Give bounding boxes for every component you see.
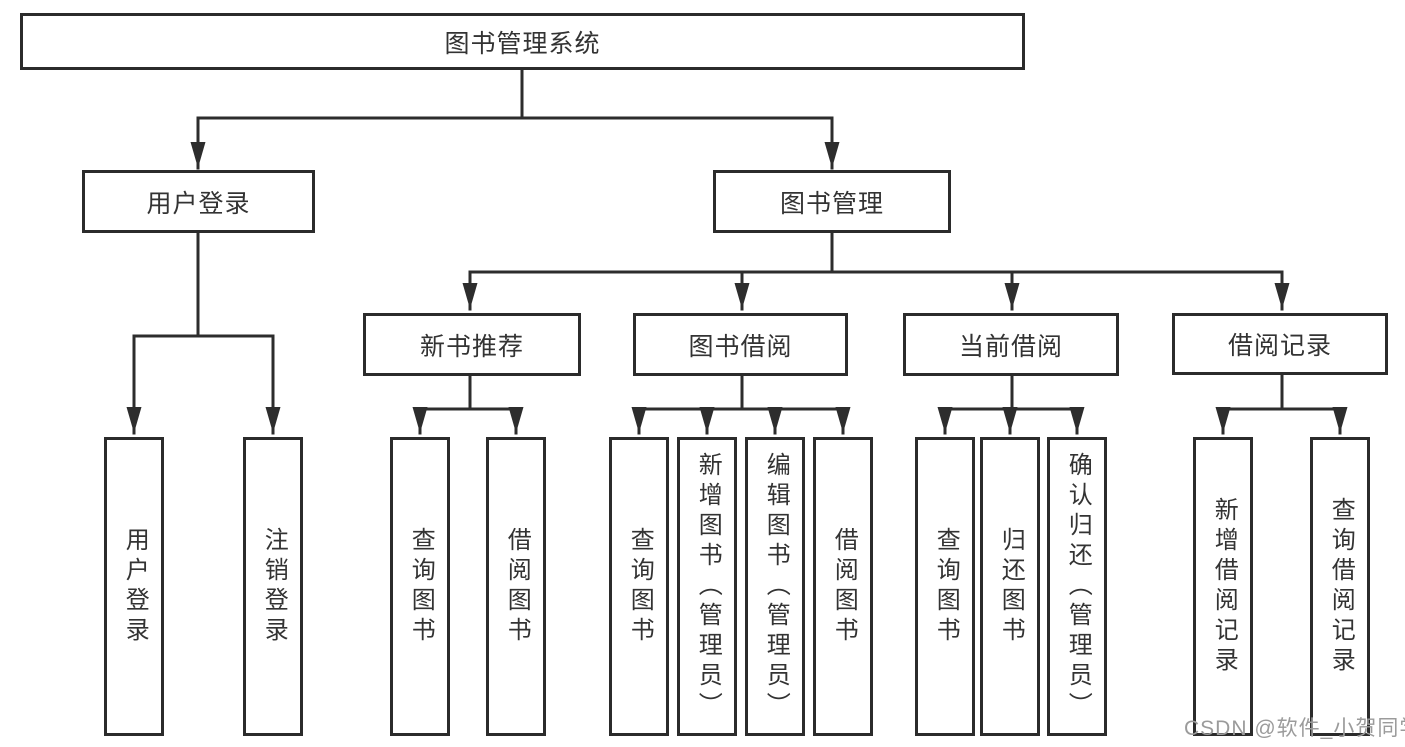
node-book-borrowing: 图书借阅 — [633, 313, 848, 376]
node-user-login: 用户登录 — [82, 170, 315, 233]
leaf-edit-book-admin: 编辑图书（管理员） — [745, 437, 805, 736]
leaf-search-borrow-record: 查询借阅记录 — [1310, 437, 1370, 736]
node-new-book-recommend: 新书推荐 — [363, 313, 581, 376]
leaf-add-book-admin-label: 新增图书（管理员） — [694, 451, 722, 722]
leaf-logout: 注销登录 — [243, 437, 303, 736]
node-root-label: 图书管理系统 — [444, 29, 601, 58]
leaf-add-book-admin: 新增图书（管理员） — [677, 437, 737, 736]
node-borrow-records: 借阅记录 — [1172, 313, 1388, 375]
leaf-return-book: 归还图书 — [980, 437, 1040, 736]
leaf-search-borrow-record-label: 查询借阅记录 — [1327, 496, 1355, 677]
node-borrow-records-label: 借阅记录 — [1227, 332, 1332, 360]
leaf-borrow-books-recommend: 借阅图书 — [486, 437, 546, 736]
node-book-borrowing-label: 图书借阅 — [688, 332, 793, 361]
leaf-user-login-label: 用户登录 — [121, 526, 149, 647]
leaf-search-books-current-label: 查询图书 — [932, 526, 960, 647]
connector-user-login-to-leaves — [126, 231, 281, 435]
leaf-search-books-borrowing: 查询图书 — [609, 437, 669, 736]
connector-book-mgmt-to-level3 — [462, 231, 1290, 311]
csdn-watermark: CSDN @软件_小贺同学 — [1184, 717, 1405, 740]
node-current-borrowing: 当前借阅 — [903, 313, 1119, 376]
leaf-search-books-current: 查询图书 — [915, 437, 975, 736]
leaf-confirm-return-admin-label: 确认归还（管理员） — [1064, 451, 1092, 722]
leaf-add-borrow-record: 新增借阅记录 — [1193, 437, 1253, 736]
leaf-add-borrow-record-label: 新增借阅记录 — [1210, 496, 1238, 677]
node-user-login-label: 用户登录 — [146, 189, 251, 218]
leaf-search-books-recommend: 查询图书 — [390, 437, 450, 736]
node-new-book-recommend-label: 新书推荐 — [419, 332, 524, 361]
leaf-user-login: 用户登录 — [104, 437, 164, 736]
node-current-borrowing-label: 当前借阅 — [958, 332, 1063, 361]
node-book-mgmt: 图书管理 — [713, 170, 951, 233]
leaf-edit-book-admin-label: 编辑图书（管理员） — [762, 451, 790, 722]
leaf-search-books-recommend-label: 查询图书 — [407, 526, 435, 647]
leaf-search-books-borrowing-label: 查询图书 — [626, 526, 654, 647]
leaf-borrow-books-recommend-label: 借阅图书 — [503, 526, 531, 647]
leaf-return-book-label: 归还图书 — [997, 526, 1025, 647]
leaf-borrow-books-label: 借阅图书 — [830, 526, 858, 647]
connector-root-to-level2 — [190, 68, 840, 170]
connector-level3-to-leaves — [412, 373, 1348, 435]
node-book-mgmt-label: 图书管理 — [779, 189, 884, 218]
leaf-confirm-return-admin: 确认归还（管理员） — [1047, 437, 1107, 736]
leaf-borrow-books: 借阅图书 — [813, 437, 873, 736]
leaf-logout-label: 注销登录 — [260, 526, 288, 647]
node-root: 图书管理系统 — [20, 13, 1025, 70]
